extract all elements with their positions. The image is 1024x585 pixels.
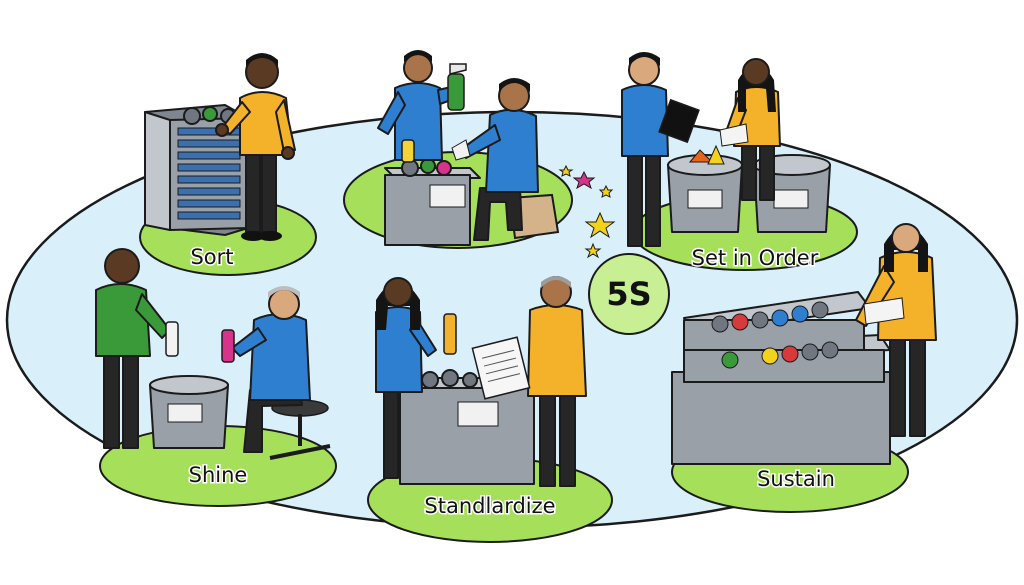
paper-sheet-icon — [863, 297, 905, 325]
center-label: 5S — [606, 275, 651, 313]
station-label-sort: Sort — [190, 245, 233, 269]
standardize-station: Standlardize — [367, 276, 613, 543]
station-label-standardize: Standlardize — [424, 494, 555, 518]
shine-worker-seated — [221, 286, 331, 460]
sustain-worker — [855, 223, 937, 437]
sort-station: Sort — [139, 53, 317, 276]
center-badge: 5S — [588, 253, 670, 335]
standardize-worker-man — [471, 276, 587, 487]
station-label-set-in-order: Set in Order — [692, 246, 819, 270]
set-in-order-worker-woman — [719, 58, 781, 201]
sort-worker — [215, 53, 296, 241]
shine-worker-standing — [95, 248, 179, 449]
station-label-shine: Shine — [189, 463, 248, 487]
cleaning-station — [343, 50, 573, 249]
cleaning-worker-seated — [451, 78, 539, 241]
station-label-sustain: Sustain — [757, 467, 835, 491]
clipboard-icon — [471, 336, 531, 400]
clipboard-icon — [658, 98, 700, 144]
sustain-station: Sustain — [671, 223, 937, 513]
set-in-order-worker-man — [621, 52, 700, 247]
spray-bottle-icon — [447, 63, 467, 111]
paper-sheet-icon — [719, 123, 749, 147]
set-in-order-station: Set in Order — [621, 52, 858, 272]
parts-cabinet — [144, 104, 249, 236]
cleaning-worker-standing — [377, 50, 467, 163]
sparkle-star-icon — [558, 164, 616, 259]
round-bin — [149, 375, 229, 449]
shine-station: Shine — [95, 248, 337, 507]
standardize-worker-woman — [375, 277, 457, 479]
